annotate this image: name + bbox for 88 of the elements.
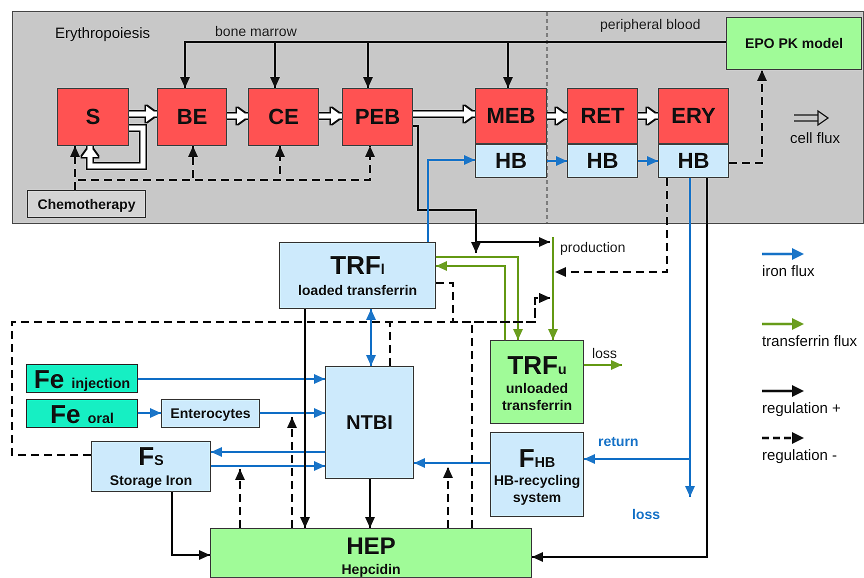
compartment-box [161, 399, 260, 428]
node-label: unloaded transferrin [500, 380, 574, 414]
arrow [584, 360, 622, 370]
legend-text: transferrin flux [762, 332, 858, 352]
node-label: HB [678, 148, 710, 174]
arrow [436, 261, 506, 340]
node-label: loaded transferrin [298, 281, 418, 300]
iron-input-box [26, 364, 138, 393]
arrow [503, 41, 726, 88]
cell-flux-arrow [129, 106, 157, 122]
compartment-box [210, 528, 532, 578]
cell-stage-box [475, 88, 547, 144]
iron-input-box [26, 399, 138, 428]
cell-stage-box [57, 88, 129, 146]
cell-flux-arrow [413, 106, 475, 122]
edge-label: return [598, 432, 638, 451]
cell-stage-box [157, 88, 227, 146]
arrow [414, 458, 490, 468]
region-panel [12, 11, 864, 224]
arrow [138, 374, 325, 384]
hemoglobin-box [475, 144, 547, 178]
compartment-box [279, 242, 436, 309]
node-label: Enterocytes [170, 404, 251, 423]
dashed-arrow [287, 417, 297, 528]
dashed-arrow [443, 467, 453, 528]
cell-flux-arrow [227, 108, 248, 124]
node-label: Chemotherapy [37, 194, 136, 214]
arrow [638, 156, 658, 166]
arrow [366, 309, 376, 366]
arrow [211, 447, 325, 457]
edge-label: loss [632, 505, 660, 524]
input-box [27, 190, 146, 218]
hemoglobin-box [658, 144, 729, 178]
compartment-box [490, 340, 584, 424]
cell-flux-arrow [638, 108, 658, 124]
node-label: HEP [346, 533, 396, 561]
arrow [532, 178, 708, 562]
cell-stage-box [342, 88, 413, 146]
region-label: bone marrow [215, 22, 297, 41]
legend-text: iron flux [762, 262, 816, 282]
cell-flux-arrow [82, 126, 146, 168]
arrow [547, 156, 567, 166]
arrow [171, 492, 210, 560]
cell-stage-box [248, 88, 319, 146]
node-label: ERY [671, 103, 716, 129]
region-label: peripheral blood [600, 15, 700, 34]
dashed-arrow [471, 293, 550, 528]
node-label: CE [268, 104, 299, 130]
node-label: PEB [354, 104, 400, 130]
node-label: HB-recycling system [492, 472, 582, 506]
arrow [211, 461, 325, 471]
dashed-arrow [74, 146, 375, 190]
compartment-box [490, 432, 584, 517]
cell-flux-arrow [319, 108, 342, 124]
arrow [138, 408, 161, 418]
arrow [548, 237, 558, 340]
edge-label: loss [592, 344, 617, 363]
node-label: Hepcidin [341, 561, 401, 577]
cell-flux-arrow [547, 108, 567, 124]
node-label: BE [176, 104, 208, 130]
legend-text: regulation + [762, 399, 842, 419]
arrow [427, 155, 475, 242]
cell-stage-box [658, 88, 729, 144]
node-label: NTBI [346, 410, 393, 436]
dashed-arrow [235, 469, 245, 528]
compartment-box [726, 17, 862, 70]
dashed-arrow [436, 282, 550, 323]
dashed-arrow [555, 178, 668, 277]
arrow [365, 479, 375, 528]
node-label: HB [586, 148, 618, 174]
node-label: EPO PK model [744, 34, 844, 53]
arrow [260, 408, 325, 418]
compartment-box [325, 366, 414, 479]
node-label: Storage Iron [110, 471, 192, 490]
edge-label: production [560, 238, 626, 257]
arrow [300, 309, 310, 528]
cell-stage-box [567, 88, 638, 144]
dashed-arrow [729, 70, 767, 164]
node-label: MEB [486, 103, 536, 129]
legend-text: cell flux [790, 129, 842, 149]
node-label: RET [580, 103, 624, 129]
node-label: S [86, 104, 100, 130]
arrow [436, 256, 523, 340]
hemoglobin-box [567, 144, 638, 178]
legend-text: regulation - [762, 446, 838, 466]
compartment-box [91, 441, 211, 492]
panel-title: Erythropoiesis [55, 24, 150, 44]
node-label: HB [495, 148, 527, 174]
